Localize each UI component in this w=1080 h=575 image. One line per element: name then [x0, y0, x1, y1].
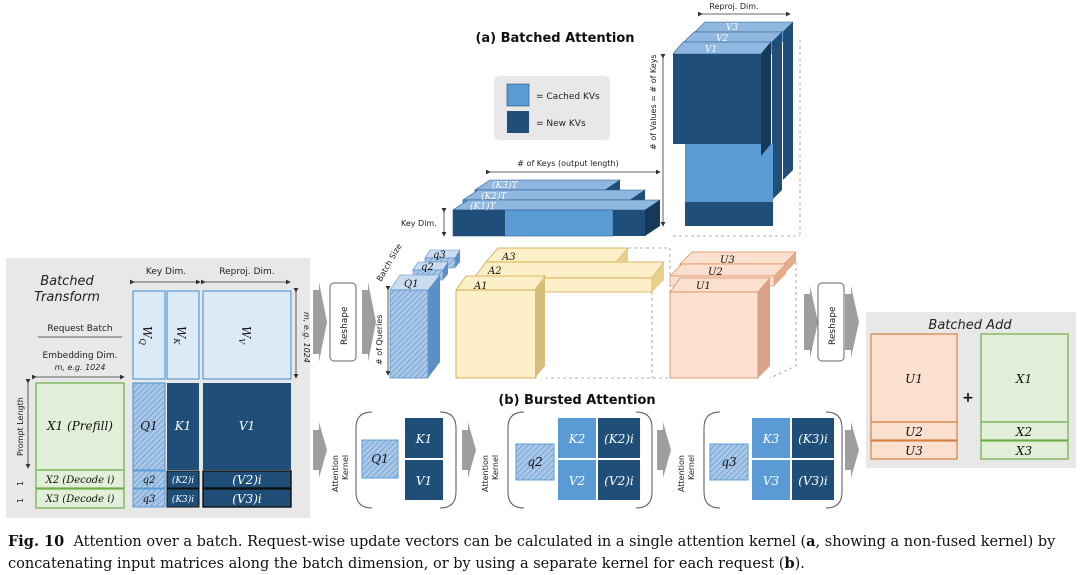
caption-text: Attention over a batch. Request-wise upd…: [73, 534, 807, 550]
prompt-length-label: Prompt Length: [16, 397, 25, 456]
caption-label: Fig. 10: [8, 533, 65, 550]
k2i-label: (K2)i: [172, 475, 194, 486]
add-plus: +: [962, 390, 974, 406]
q1-label: Q1: [140, 419, 157, 433]
caption-b: b: [784, 555, 795, 572]
x3-decode: X3 (Decode i): [45, 494, 115, 505]
b-v3i: (V3)i: [798, 474, 828, 488]
b-v2: V2: [569, 474, 585, 488]
a1-label: A1: [473, 281, 488, 292]
one-label-b: 1: [16, 498, 25, 503]
figure-caption: Fig. 10 Attention over a batch. Request-…: [8, 531, 1074, 575]
u1-3d-label: U1: [696, 281, 711, 292]
b-k2: K2: [568, 432, 586, 446]
v2i-label: (V2)i: [232, 473, 262, 487]
batched-transform-title2: Transform: [34, 290, 100, 305]
caption-text3: ).: [794, 556, 805, 572]
kt1-label: (K1)T: [470, 201, 496, 212]
q3-label: q3: [143, 494, 156, 505]
embedding-dim-label: Embedding Dim.: [43, 351, 118, 361]
v3-label: V3: [726, 23, 738, 33]
embedding-m-label: m, e.g. 1024: [55, 363, 106, 372]
key-dim-label: Key Dim.: [146, 267, 186, 277]
reproj-dim-label: Reproj. Dim.: [219, 267, 274, 277]
kernel2-label2: Kernel: [491, 455, 500, 480]
key-dim-3d-label: Key Dim.: [401, 219, 437, 228]
kernel2-label1: Attention: [481, 455, 490, 492]
add-x2: X2: [1015, 425, 1032, 439]
reshape-right: Reshape: [828, 306, 838, 345]
batched-transform-panel: Batched Transform Request Batch Embeddin…: [6, 258, 311, 518]
kernel3-label2: Kernel: [687, 455, 696, 480]
kt3-label: (K3)T: [492, 180, 518, 191]
one-label-a: 1: [16, 481, 25, 486]
kernel1-label1: Attention: [331, 455, 340, 492]
q1-3d-label: Q1: [404, 279, 419, 290]
wk-label: WK: [172, 326, 188, 345]
title-batched-attention: (a) Batched Attention: [475, 31, 634, 46]
caption-a: a: [806, 533, 816, 550]
title-bursted-attention: (b) Bursted Attention: [498, 393, 655, 408]
b-v3: V3: [763, 474, 780, 488]
num-keys-label: # of Keys (output length): [517, 159, 618, 168]
v3i-label: (V3)i: [232, 492, 262, 506]
add-x3: X3: [1015, 444, 1033, 458]
kt2-label: (K2)T: [481, 191, 507, 202]
b-q1: Q1: [371, 452, 388, 466]
kernel1-label2: Kernel: [341, 455, 350, 480]
legend-new: = New KVs: [536, 119, 586, 129]
v1-label: V1: [239, 419, 255, 433]
flow-arrows: [313, 282, 859, 478]
add-u3: U3: [905, 444, 923, 458]
add-u1: U1: [905, 372, 923, 386]
reproj-dim-3d-label: Reproj. Dim.: [709, 2, 758, 11]
kernel3-label1: Attention: [677, 455, 686, 492]
b-k3i: (K3)i: [798, 432, 828, 446]
b-q3: q3: [721, 455, 737, 469]
u3-label: U3: [720, 255, 735, 266]
b-v1: V1: [416, 474, 432, 488]
x1-prefill: X1 (Prefill): [46, 419, 113, 433]
q2-label: q2: [143, 475, 156, 486]
batched-transform-title1: Batched: [40, 274, 94, 289]
b-k2i: (K2)i: [604, 432, 634, 446]
num-queries-label: # of Queries: [375, 315, 384, 365]
request-batch-label: Request Batch: [47, 324, 112, 334]
q2-3d-label: q2: [421, 262, 434, 273]
v1-3d-label: V1: [705, 45, 717, 55]
legend-cached: = Cached KVs: [536, 92, 600, 102]
k3i-label: (K3)i: [172, 494, 194, 505]
b-q2: q2: [527, 455, 542, 469]
wq-label: WQ: [138, 326, 154, 345]
values-eq-keys-label: # of Values = # of Keys: [649, 54, 658, 150]
batched-add-title: Batched Add: [928, 318, 1012, 333]
v2-label: V2: [716, 34, 728, 44]
a2-label: A2: [487, 266, 502, 277]
m-label: m, e.g. 1024: [302, 312, 311, 363]
b-v2i: (V2)i: [604, 474, 634, 488]
batched-attention-3d: # of Keys (output length) Key Dim. (K3)T…: [375, 2, 801, 379]
q3-3d-label: q3: [433, 250, 446, 261]
add-u2: U2: [905, 425, 923, 439]
k1-label: K1: [174, 419, 192, 433]
b-k3: K3: [762, 432, 780, 446]
u2-label: U2: [708, 267, 723, 278]
caption-text2: , showing a non-fused kernel) by concate…: [8, 534, 1056, 572]
wv-label: WV: [237, 326, 253, 345]
b-k1: K1: [415, 432, 433, 446]
reshape-left: Reshape: [340, 306, 350, 345]
diagram: Batched Transform Request Batch Embeddin…: [6, 2, 1076, 518]
add-x1: X1: [1015, 372, 1032, 386]
a3-label: A3: [501, 252, 516, 263]
bursted-attention: Attention Kernel Q1 K1 V1 Attention Kern…: [331, 411, 843, 509]
x2-decode: X2 (Decode i): [45, 475, 115, 486]
legend: = Cached KVs = New KVs: [494, 76, 610, 140]
batched-add-panel: Batched Add U1 U2 U3 + X1 X2 X3: [866, 312, 1076, 468]
